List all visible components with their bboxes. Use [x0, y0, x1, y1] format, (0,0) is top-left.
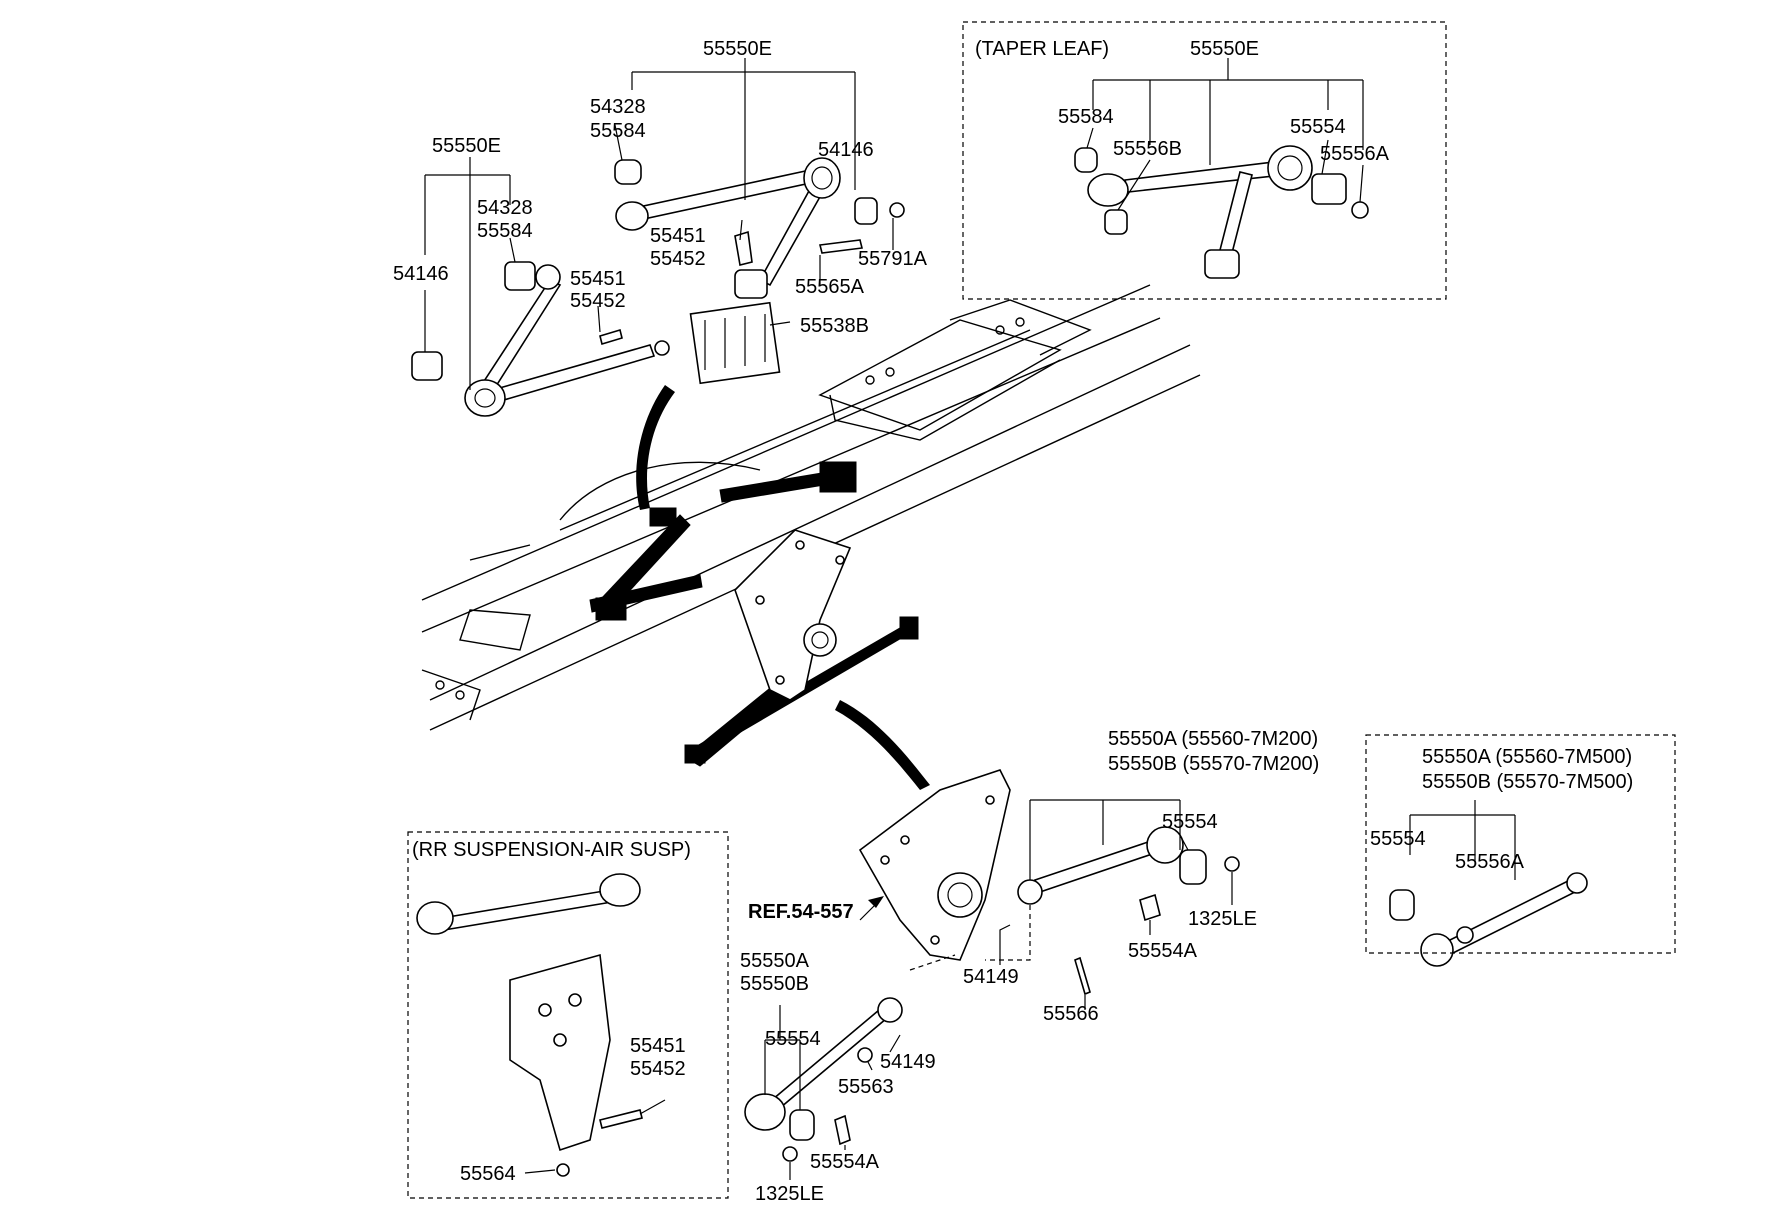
label-left-55452: 55452 — [570, 290, 626, 312]
label-left-55550E: 55550E — [432, 135, 501, 157]
label-br-55554: 55554 — [1370, 828, 1426, 850]
label-left-55584: 55584 — [477, 220, 533, 242]
label-r-1325LE: 1325LE — [1188, 908, 1257, 930]
left-arm-assembly — [411, 261, 670, 417]
chassis-frame — [421, 284, 1201, 731]
label-r-55550A: 55550A (55560-7M200) — [1108, 728, 1318, 750]
label-tl-55556A: 55556A — [1320, 143, 1390, 165]
taper-leaf-arm-assembly — [1074, 145, 1369, 279]
label-top-55565A: 55565A — [795, 276, 865, 298]
lower-bracket — [858, 769, 1011, 961]
label-b-55554A: 55554A — [810, 1151, 880, 1173]
label-br-55550A: 55550A (55560-7M500) — [1422, 746, 1632, 768]
label-b-55554: 55554 — [765, 1028, 821, 1050]
label-left-54146: 54146 — [393, 263, 449, 285]
taper-leaf-box — [962, 21, 1447, 300]
taper-leaf-title: (TAPER LEAF) — [975, 38, 1109, 60]
label-top-55791A: 55791A — [858, 248, 928, 270]
bottom-right-box — [1365, 734, 1676, 954]
label-top-55452: 55452 — [650, 248, 706, 270]
air-susp-box — [407, 831, 729, 1199]
label-b-55563: 55563 — [838, 1076, 894, 1098]
label-tl-55584: 55584 — [1058, 106, 1114, 128]
top-arm-assembly — [614, 157, 905, 385]
label-55538B: 55538B — [800, 315, 869, 337]
label-r-55550B: 55550B (55570-7M200) — [1108, 753, 1319, 775]
bottom-rod-assembly — [744, 997, 903, 1162]
label-bl-55452: 55452 — [630, 1058, 686, 1080]
label-left-54328: 54328 — [477, 197, 533, 219]
center-bracket — [734, 529, 852, 701]
air-susp-assembly — [416, 873, 643, 1177]
label-bl-55451: 55451 — [630, 1035, 686, 1057]
label-r-55554A: 55554A — [1128, 940, 1198, 962]
label-top-54328: 54328 — [590, 96, 646, 118]
ref-label: REF.54-557 — [748, 901, 854, 923]
label-left-55451: 55451 — [570, 268, 626, 290]
label-tl-55554: 55554 — [1290, 116, 1346, 138]
label-br-55556A: 55556A — [1455, 851, 1525, 873]
label-tl-55550E: 55550E — [1190, 38, 1259, 60]
label-b-55550B: 55550B — [740, 973, 809, 995]
label-r-55554: 55554 — [1162, 811, 1218, 833]
pointer-arcs — [636, 385, 930, 790]
label-b-1325LE: 1325LE — [755, 1183, 824, 1205]
air-susp-title: (RR SUSPENSION-AIR SUSP) — [412, 839, 691, 861]
label-r-54149: 54149 — [963, 966, 1019, 988]
label-br-55550B: 55550B (55570-7M500) — [1422, 771, 1633, 793]
bottom-right-rod-assembly — [1389, 872, 1588, 967]
label-bl-55564: 55564 — [460, 1163, 516, 1185]
label-top-55550E: 55550E — [703, 38, 772, 60]
label-tl-55556B: 55556B — [1113, 138, 1182, 160]
label-top-55584: 55584 — [590, 120, 646, 142]
label-top-54146: 54146 — [818, 139, 874, 161]
leader-lines — [424, 58, 1516, 1180]
label-top-55451: 55451 — [650, 225, 706, 247]
label-b-54149: 54149 — [880, 1051, 936, 1073]
right-rod-assembly — [1017, 826, 1240, 996]
part-labels: 55550E 54328 55584 54146 55451 55452 555… — [393, 38, 1633, 1205]
label-r-55566: 55566 — [1043, 1003, 1099, 1025]
label-b-55550A: 55550A — [740, 950, 810, 972]
